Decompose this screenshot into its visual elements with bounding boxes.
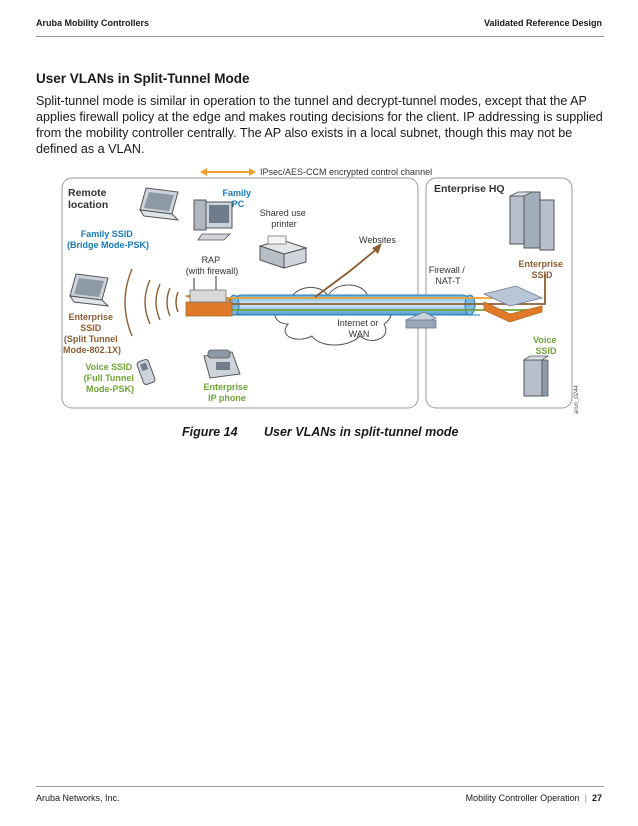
voice-ssid-hq-label: Voice SSID: [533, 335, 559, 356]
enterprise-ip-phone: [203, 349, 241, 379]
internet-label: Internet or WAN: [337, 318, 381, 339]
rap-label: RAP (with firewall): [186, 255, 239, 276]
figure-number: Figure 14: [182, 425, 238, 439]
enterprise-hq-title: Enterprise HQ: [434, 183, 505, 195]
figure-id: arun_0244: [574, 385, 580, 414]
body-paragraph: Split-tunnel mode is similar in operatio…: [36, 94, 603, 156]
network-diagram: IPsec/AES-CCM encrypted control channel: [61, 167, 580, 414]
shared-printer-label: Shared use printer: [260, 208, 309, 229]
firewall-label: Firewall / NAT-T: [429, 265, 468, 286]
rap-device: [184, 276, 234, 317]
enterprise-laptop: [68, 273, 110, 307]
wireless-waves: [124, 268, 179, 337]
page-number: 27: [591, 793, 602, 803]
family-laptop: [138, 187, 180, 221]
section-title: User VLANs in Split-Tunnel Mode: [36, 71, 250, 86]
enterprise-servers: [509, 191, 555, 251]
figure-caption: Figure 14 User VLANs in split-tunnel mode: [182, 425, 458, 439]
voice-server: [522, 355, 550, 397]
enterprise-phone-label: Enterprise IP phone: [203, 382, 250, 403]
legend-label: IPsec/AES-CCM encrypted control channel: [260, 167, 432, 177]
running-header-right: Validated Reference Design: [483, 18, 602, 28]
voice-ssid-remote-label: Voice SSID (Full Tunnel Mode-PSK): [84, 362, 137, 394]
remote-location-box: [61, 177, 419, 409]
family-pc: [193, 199, 233, 241]
remote-location-title: Remote location: [68, 187, 109, 211]
header-rule: [36, 36, 604, 37]
enterprise-ssid-remote-label: Enterprise SSID (Split Tunnel Mode-802.1…: [63, 312, 121, 355]
shared-printer: [258, 235, 308, 269]
websites-path: [314, 243, 382, 298]
footer-separator: |: [584, 793, 587, 803]
hq-firewall: [405, 311, 437, 329]
websites-label: Websites: [359, 235, 396, 245]
mobility-controller: [482, 285, 544, 323]
enterprise-hq-box: [425, 177, 573, 409]
footer-rule: [36, 786, 604, 787]
footer-left: Aruba Networks, Inc.: [36, 793, 120, 803]
footer-right: Mobility Controller Operation | 27: [466, 793, 602, 803]
family-ssid-label: Family SSID (Bridge Mode-PSK): [67, 229, 149, 250]
voice-handset: [136, 359, 156, 385]
family-pc-label: Family PC: [222, 188, 253, 209]
enterprise-ssid-hq-label: Enterprise SSID: [518, 259, 565, 280]
legend: IPsec/AES-CCM encrypted control channel: [200, 167, 432, 177]
running-header-left: Aruba Mobility Controllers: [36, 18, 150, 28]
figure-title: User VLANs in split-tunnel mode: [264, 425, 459, 439]
footer-section: Mobility Controller Operation: [465, 793, 580, 803]
